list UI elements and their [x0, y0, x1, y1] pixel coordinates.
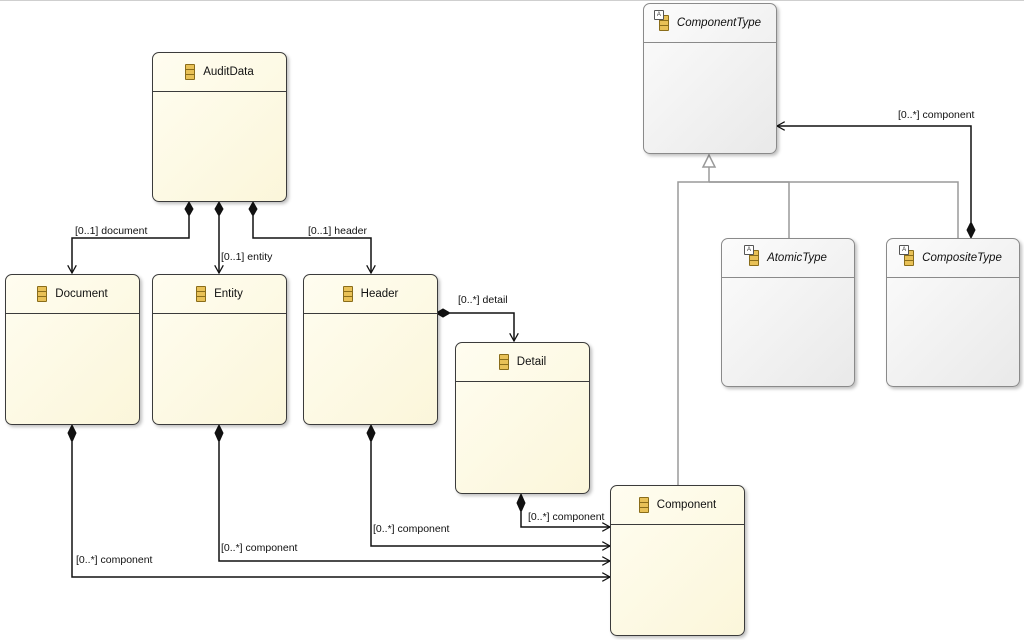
class-name: Detail — [516, 356, 547, 368]
class-icon — [196, 286, 207, 302]
composition-diamond-entity-component — [214, 423, 224, 444]
class-icon — [498, 354, 509, 370]
assoc-label-entity: [0..1] entity — [221, 251, 273, 263]
assoc-line-header — [252, 216, 371, 273]
assoc-label-header: [0..1] header — [308, 225, 367, 237]
composition-diamond-composite-component — [966, 220, 976, 240]
assoc-line-document-component — [71, 442, 610, 577]
class-entity[interactable]: Entity — [152, 274, 287, 425]
class-header[interactable]: Header — [303, 274, 438, 425]
composition-diamond-document — [184, 200, 194, 218]
assoc-label-detail: [0..*] detail — [458, 294, 508, 306]
class-compositetype[interactable]: CompositeType — [886, 238, 1020, 387]
assoc-label-entity-component: [0..*] component — [221, 542, 298, 554]
class-header: AtomicType — [722, 239, 854, 278]
class-header: ComponentType — [644, 4, 776, 43]
composition-diamond-header — [248, 200, 258, 218]
assoc-label-document: [0..1] document — [75, 225, 148, 237]
class-auditdata[interactable]: AuditData — [152, 52, 287, 202]
assoc-label-header-component: [0..*] component — [373, 523, 450, 535]
assoc-line-document — [72, 216, 190, 273]
generalization-line-atomictype — [709, 181, 790, 238]
class-detail[interactable]: Detail — [455, 342, 590, 494]
generalization-line-component — [677, 181, 709, 485]
class-name: Header — [360, 288, 399, 300]
class-header: Header — [304, 275, 437, 314]
composition-diamond-detail — [434, 308, 452, 318]
class-icon — [638, 497, 649, 513]
class-header: AuditData — [153, 53, 286, 92]
class-name: AuditData — [203, 66, 254, 78]
class-componenttype[interactable]: ComponentType — [643, 3, 777, 154]
class-header: Entity — [153, 275, 286, 314]
class-component[interactable]: Component — [610, 485, 745, 636]
class-header: CompositeType — [887, 239, 1019, 278]
class-header: Detail — [456, 343, 589, 382]
abstract-class-icon — [653, 10, 669, 31]
assoc-line-header-component — [370, 442, 610, 546]
class-name: ComponentType — [676, 17, 762, 29]
generalization-line-compositetype — [709, 181, 959, 238]
class-name: AtomicType — [767, 252, 827, 264]
class-document[interactable]: Document — [5, 274, 140, 425]
assoc-label-detail-component: [0..*] component — [528, 511, 605, 523]
assoc-label-composite-component: [0..*] component — [898, 109, 975, 121]
composition-diamond-header-component — [366, 423, 376, 444]
class-name: Document — [55, 288, 108, 300]
composition-diamond-detail-component — [516, 492, 526, 514]
assoc-line-detail — [450, 312, 514, 341]
class-header: Document — [6, 275, 139, 314]
composition-diamond-entity — [214, 200, 224, 218]
abstract-class-icon — [744, 245, 760, 266]
window-top-border — [0, 0, 1024, 1]
class-name: Entity — [214, 288, 243, 300]
class-header: Component — [611, 486, 744, 525]
class-icon — [185, 64, 196, 80]
class-icon — [342, 286, 353, 302]
generalization-arrowhead — [701, 153, 717, 168]
class-icon — [37, 286, 48, 302]
class-name: Component — [656, 499, 717, 511]
assoc-label-document-component: [0..*] component — [76, 554, 153, 566]
class-name: CompositeType — [922, 252, 1002, 264]
abstract-class-icon — [899, 245, 915, 266]
assoc-line-entity-component — [218, 442, 610, 561]
assoc-line-detail-component — [520, 512, 610, 527]
assoc-line-composite-component — [777, 126, 972, 222]
composition-diamond-document-component — [67, 423, 77, 444]
class-atomictype[interactable]: AtomicType — [721, 238, 855, 387]
